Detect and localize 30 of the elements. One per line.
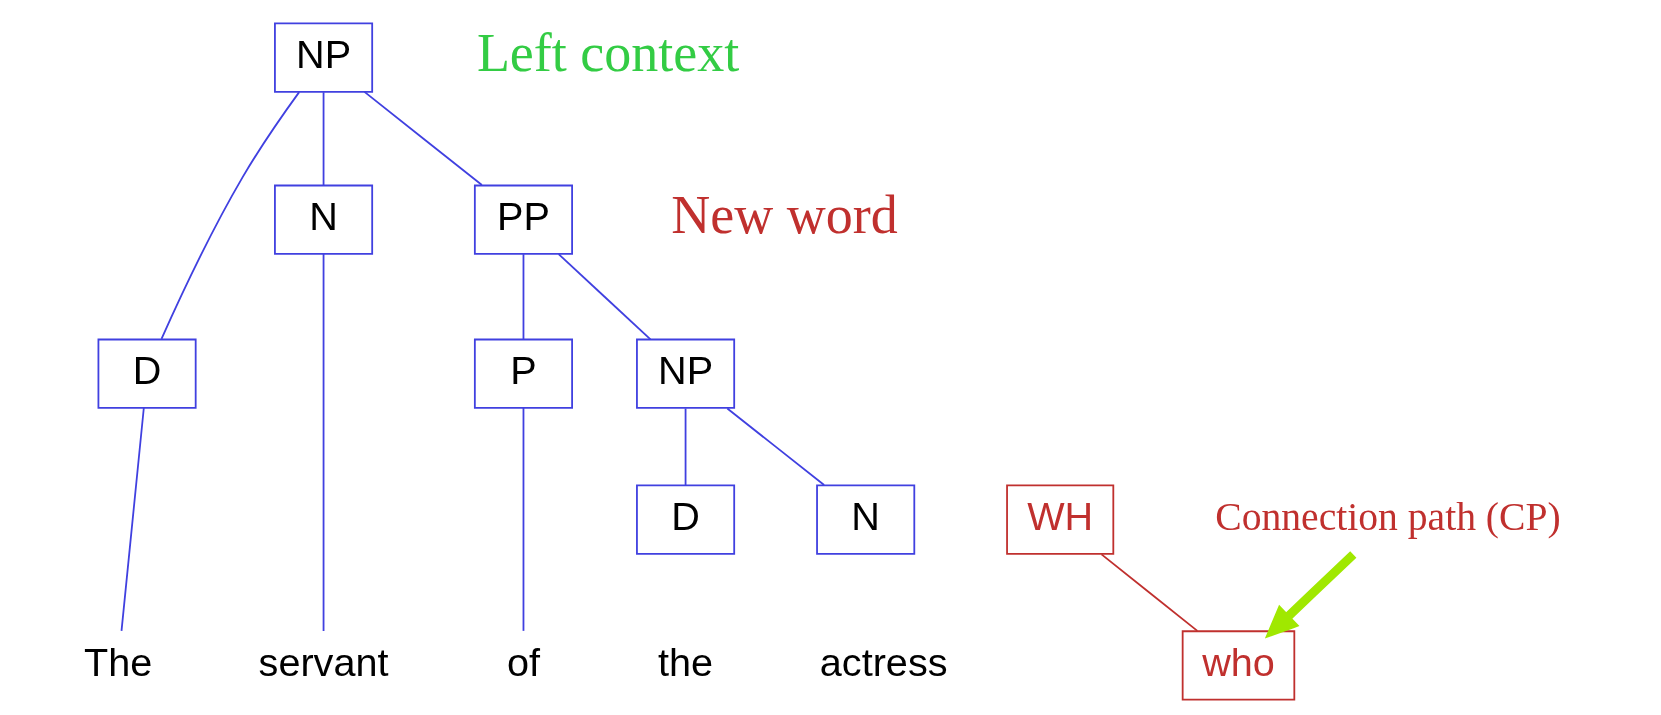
node-box: N (273, 184, 373, 255)
node-box: D (97, 338, 197, 409)
connector (322, 91, 324, 186)
node-box: NP (273, 22, 373, 93)
node-box: P (473, 338, 573, 409)
connector (363, 90, 483, 186)
connector (522, 407, 524, 632)
node-box: D (635, 484, 735, 555)
connector (557, 253, 651, 341)
node-box: N (815, 484, 915, 555)
node-text: The (83, 639, 152, 684)
connector (322, 253, 324, 632)
label: the (657, 639, 713, 684)
label: actress (819, 639, 948, 684)
label: New word (670, 185, 898, 246)
connector (725, 407, 825, 486)
node-text: of (506, 639, 540, 684)
arrow (1264, 551, 1356, 639)
connector (160, 91, 300, 340)
connector (684, 407, 686, 486)
connector (1100, 553, 1198, 632)
node-text: Connection path (CP) (1214, 494, 1561, 539)
connector (120, 407, 145, 632)
node-box: WH (1005, 484, 1114, 555)
node-box: PP (473, 184, 573, 255)
connector (522, 253, 524, 341)
node-box: NP (635, 338, 735, 409)
node-box: who (1181, 630, 1295, 701)
node-text: servant (258, 639, 389, 684)
label: Left context (476, 23, 739, 84)
